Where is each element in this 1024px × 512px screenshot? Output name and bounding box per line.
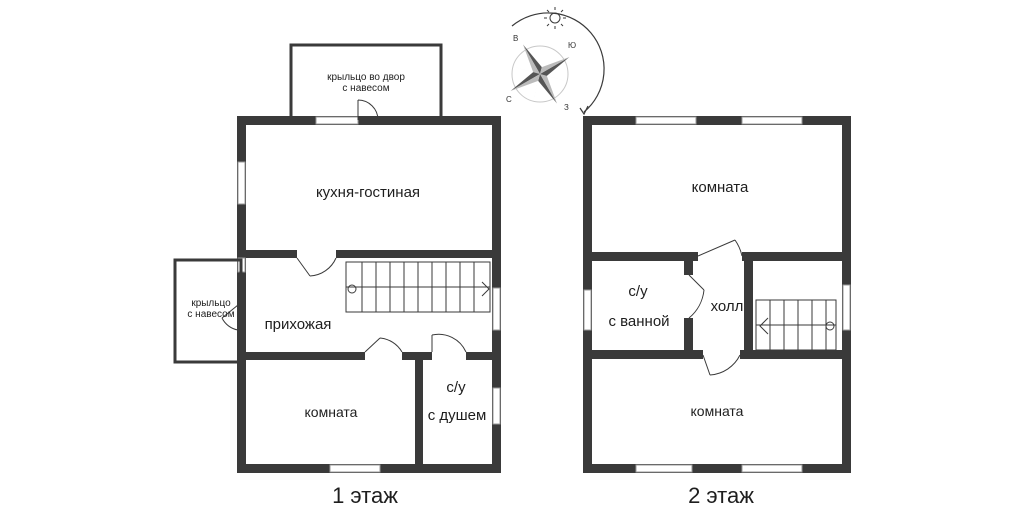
- hall-label: холл: [711, 298, 744, 315]
- kitchen-label: кухня-гостиная: [316, 184, 420, 201]
- bath-label: с/у: [628, 283, 648, 300]
- porch-side-label: крыльцо: [191, 298, 231, 309]
- compass-letter-e: В: [513, 34, 518, 43]
- porch-side-label-line2: с навесом: [187, 309, 234, 320]
- floor-2-doors: [688, 239, 743, 376]
- compass-star: [510, 44, 570, 104]
- floor-1-stairs: [345, 261, 491, 313]
- hall-label: прихожая: [265, 316, 332, 333]
- porch-yard-label-line2: с навесом: [342, 83, 389, 94]
- bath-label: с/у: [446, 379, 466, 396]
- porch-side-outline: [173, 258, 243, 364]
- porch-yard-label: крыльцо во двор: [327, 72, 405, 83]
- room-top-label: комната: [692, 179, 749, 196]
- sun-icon: [544, 7, 566, 29]
- room-label: комната: [305, 404, 358, 420]
- floor-1-caption: 1 этаж: [332, 483, 398, 508]
- room-bottom-label: комната: [691, 403, 744, 419]
- floor-2-stairs: [755, 299, 837, 351]
- bath-label-line2: с душем: [428, 407, 487, 424]
- floor-2-caption: 2 этаж: [688, 483, 754, 508]
- floor-2-walls: [583, 116, 851, 473]
- compass-rose: С В Ю З: [506, 7, 605, 116]
- bath-label-line2: с ванной: [608, 313, 669, 330]
- floor-2-windows: [583, 116, 851, 473]
- floor-1-doors: [221, 99, 467, 353]
- floor-1-plan: крыльцо во двор с навесом кухня-гостиная…: [173, 43, 501, 508]
- floor-2-plan: комната с/у с ванной холл комната 2 этаж: [583, 116, 851, 508]
- compass-letter-w: З: [564, 103, 569, 112]
- compass-letter-n: С: [506, 95, 512, 104]
- compass-letter-s: Ю: [568, 41, 576, 50]
